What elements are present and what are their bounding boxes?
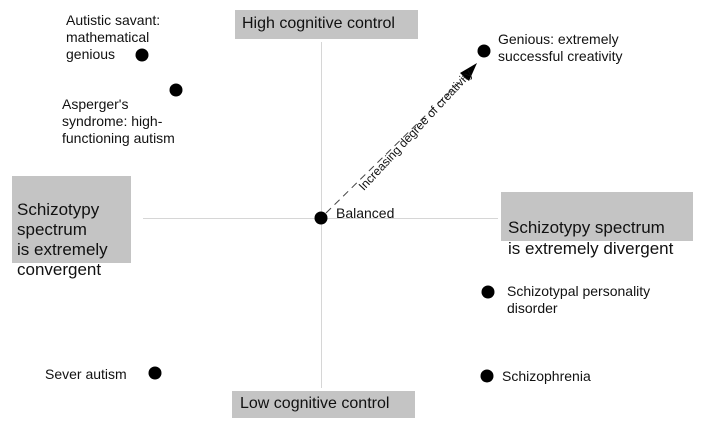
point-asperger [169,83,183,97]
axis-label-left: Schizotypy spectrum is extremely converg… [12,176,131,279]
point-schizophrenia [480,369,494,383]
point-schizotypal [481,285,495,299]
label-balanced: Balanced [336,205,395,221]
point-genius [477,44,491,58]
axis-label-bottom: Low cognitive control [232,391,415,418]
label-asperger: Asperger's syndrome: high- functioning a… [62,96,175,146]
point-severe-autism [148,366,162,380]
axis-label-top: High cognitive control [235,10,418,39]
label-genius: Genious: extremely successful creativity [498,31,623,64]
point-balanced [314,211,328,225]
axis-label-right: Schizotypy spectrum is extremely diverge… [501,192,693,258]
label-savant: Autistic savant: mathematical genious [66,12,161,62]
label-severe-autism: Sever autism [45,366,127,382]
label-schizotypal: Schizotypal personality disorder [507,283,651,316]
label-schizophrenia: Schizophrenia [502,368,591,384]
point-savant [135,48,149,62]
